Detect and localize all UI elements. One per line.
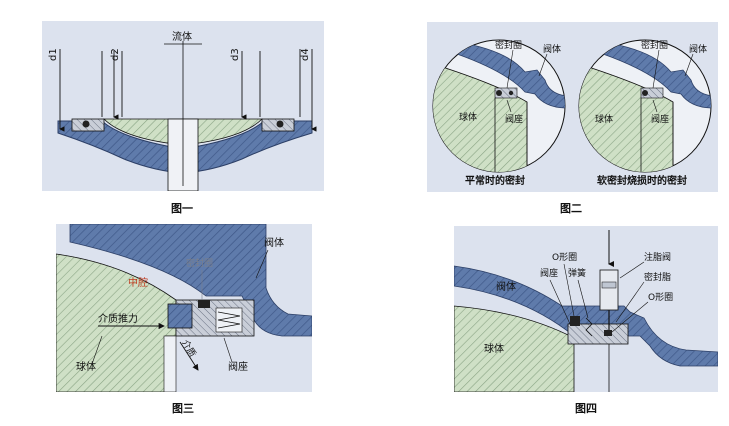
seal-ring-right [276,120,284,128]
spring-label: 弹簧 [568,267,586,279]
sealant-label: 密封脂 [644,271,671,283]
valve-body-label: 阀体 [264,236,284,249]
ball [454,305,575,392]
figure4-panel: O形圈 注脂阀 阀体 阀座 弹簧 密封脂 O形圈 球体 [454,226,718,392]
grease-valve [599,269,619,311]
seal-insert [167,303,193,329]
seal-ring-label: 密封圈 [186,257,213,269]
subtitle-right: 软密封烧损时的密封 [597,174,687,187]
o-ring-right-label: O形圈 [648,291,673,303]
o-ring-top-label: O形圈 [552,251,577,263]
d4-label: d4 [300,48,311,61]
ball-label: 球体 [76,360,96,373]
figure1-caption: 图一 [171,202,193,215]
figure4-caption: 图四 [575,402,597,415]
valve-seat-label: 阀座 [540,267,558,279]
valve-body-left-label: 阀体 [543,43,561,55]
figure3-panel: 阀体 密封圈 中腔 介质推力 介质 球体 阀座 [56,224,312,392]
figure3-caption: 图三 [172,402,194,415]
seal-ring-left [82,120,90,128]
valve-body-label: 阀体 [496,280,516,293]
seat-right-label: 阀座 [651,113,669,125]
figure2-caption: 图二 [560,202,582,215]
ball-right-label: 球体 [595,113,613,125]
valve-body [454,265,718,367]
d2-label: d2 [110,48,121,61]
ball-left-label: 球体 [459,111,477,123]
fluid-label: 流体 [172,30,192,43]
ball-label: 球体 [484,342,504,355]
d3-label: d3 [230,48,241,61]
medium-thrust-label: 介质推力 [98,312,138,325]
valve-seat [567,323,629,345]
middle-cavity-label: 中腔 [128,276,148,289]
figure1-panel: 流体 d1 d2 d3 d4 [42,21,324,191]
grease-valve-label: 注脂阀 [644,251,671,263]
seat-left-label: 阀座 [505,113,523,125]
seal-ring-right-label: 密封圈 [641,39,668,51]
seal-ring-left-label: 密封圈 [495,39,522,51]
valve-body-right-label: 阀体 [689,43,707,55]
d1-label: d1 [48,48,59,61]
valve-seat-label: 阀座 [228,360,248,373]
figure2-panel: 密封圈 阀体 球体 阀座 平常时的密封 密封圈 阀体 球体 阀座 软密封烧损时的… [427,22,718,192]
subtitle-left: 平常时的密封 [465,174,525,187]
